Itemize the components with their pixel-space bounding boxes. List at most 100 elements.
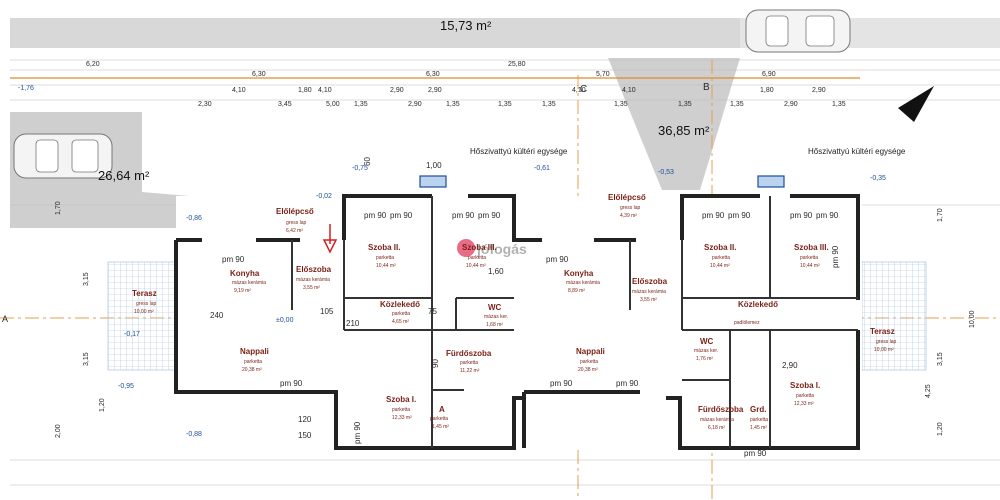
room-area: 4,39 m² <box>620 213 637 219</box>
room-material: parketta <box>580 359 598 365</box>
room-area: 20,38 m² <box>578 367 598 373</box>
svg-text:1,35: 1,35 <box>832 101 846 108</box>
left-terrace-hatch <box>107 261 177 371</box>
svg-text:-0,02: -0,02 <box>316 193 332 200</box>
room-material: parketta <box>800 255 818 261</box>
room-area: 12,33 m² <box>392 415 412 421</box>
room-area: 6,42 m² <box>286 228 303 234</box>
svg-text:2,90: 2,90 <box>428 87 442 94</box>
svg-text:3,15: 3,15 <box>83 352 90 366</box>
svg-text:1,35: 1,35 <box>498 101 512 108</box>
room-area: 20,38 m² <box>242 367 262 373</box>
svg-text:90: 90 <box>431 359 440 368</box>
svg-text:-0,75: -0,75 <box>352 165 368 172</box>
svg-text:pm 90: pm 90 <box>831 245 840 268</box>
room-area: 11,22 m² <box>460 368 480 374</box>
room-name: Fürdőszoba <box>446 349 492 358</box>
room-name: Szoba II. <box>368 243 400 252</box>
svg-text:4,10: 4,10 <box>572 87 586 94</box>
svg-text:pm 90: pm 90 <box>546 255 569 264</box>
room-area: 10,00 m² <box>874 347 894 353</box>
svg-text:10,00: 10,00 <box>969 310 976 328</box>
svg-text:4,10: 4,10 <box>232 87 246 94</box>
north-arrow-icon <box>898 86 934 122</box>
room-name: Szoba I. <box>386 395 416 404</box>
heat-pump-right <box>757 175 785 188</box>
svg-text:1,20: 1,20 <box>937 422 944 436</box>
entrance-arrow <box>322 224 338 254</box>
room-area: 10,44 m² <box>466 263 486 269</box>
svg-text:-0,53: -0,53 <box>658 169 674 176</box>
svg-text:1,00: 1,00 <box>426 161 442 170</box>
room-material: parketta <box>796 393 814 399</box>
svg-text:pm 90: pm 90 <box>364 211 387 220</box>
room-material: gress lap <box>620 205 641 211</box>
svg-text:-0,88: -0,88 <box>186 431 202 438</box>
room-area: 1,45 m² <box>432 424 449 430</box>
svg-text:150: 150 <box>298 431 312 440</box>
svg-text:1,35: 1,35 <box>678 101 692 108</box>
room-area: 10,44 m² <box>800 263 820 269</box>
svg-text:4,10: 4,10 <box>622 87 636 94</box>
svg-text:pm 90: pm 90 <box>353 421 362 444</box>
room-name: Konyha <box>564 269 594 278</box>
section-mark-a: A <box>2 314 8 324</box>
svg-text:pm 90: pm 90 <box>478 211 501 220</box>
svg-text:2,90: 2,90 <box>784 101 798 108</box>
room-name: Előszoba <box>632 277 668 286</box>
svg-text:2,90: 2,90 <box>390 87 404 94</box>
door-labels: pm 90 pm 90 pm 90 pm 90 pm 90 pm 90 pm 9… <box>222 211 840 458</box>
room-name: Szoba I. <box>790 381 820 390</box>
svg-text:-0,95: -0,95 <box>118 383 134 390</box>
room-area: 1,45 m² <box>750 425 767 431</box>
room-area: 1,68 m² <box>486 322 503 328</box>
svg-text:1,35: 1,35 <box>542 101 556 108</box>
room-area: 12,33 m² <box>794 401 814 407</box>
room-area: 1,76 m² <box>696 356 713 362</box>
svg-text:1,35: 1,35 <box>730 101 744 108</box>
svg-text:pm 90: pm 90 <box>222 255 245 264</box>
level-marks: -0,02 -0,61 -0,75 -0,86 -0,88 -0,95 -0,1… <box>18 85 886 438</box>
room-name: WC <box>700 337 714 346</box>
room-material: mázas kerámia <box>566 280 600 286</box>
room-material: mázas ker. <box>484 314 508 320</box>
svg-text:-0,35: -0,35 <box>870 175 886 182</box>
svg-text:-0,86: -0,86 <box>186 215 202 222</box>
road-area-label: 15,73 m² <box>440 18 492 33</box>
heat-pump-label-right: Hőszivattyú kültéri egysége <box>808 147 906 156</box>
room-name: Terasz <box>870 327 895 336</box>
svg-text:pm 90: pm 90 <box>744 449 767 458</box>
svg-text:2,90: 2,90 <box>408 101 422 108</box>
svg-text:6,90: 6,90 <box>762 71 776 78</box>
svg-text:60: 60 <box>363 157 372 166</box>
svg-text:1,70: 1,70 <box>937 208 944 222</box>
left-parking-area: 26,64 m² <box>98 168 150 183</box>
heat-pump-left <box>419 175 447 188</box>
svg-text:1,35: 1,35 <box>446 101 460 108</box>
svg-text:1,70: 1,70 <box>55 201 62 215</box>
section-mark-b: B <box>703 82 710 93</box>
room-material: mázas kerámia <box>296 277 330 283</box>
room-name: Szoba III. <box>462 243 497 252</box>
room-material: padlólemez <box>734 320 760 326</box>
section-mark-c: C <box>580 84 587 95</box>
room-area: 10,44 m² <box>376 263 396 269</box>
room-material: parketta <box>244 359 262 365</box>
svg-text:pm 90: pm 90 <box>616 379 639 388</box>
interior-walls <box>291 196 858 448</box>
room-material: parketta <box>376 255 394 261</box>
room-area: 3,55 m² <box>640 297 657 303</box>
svg-text:6,30: 6,30 <box>426 71 440 78</box>
svg-text:25,80: 25,80 <box>508 61 526 68</box>
svg-text:-0,61: -0,61 <box>534 165 550 172</box>
svg-text:210: 210 <box>346 319 360 328</box>
room-material: mázas kerámia <box>232 280 266 286</box>
svg-text:6,20: 6,20 <box>86 61 100 68</box>
svg-text:4,10: 4,10 <box>318 87 332 94</box>
room-area: 4,65 m² <box>392 319 409 325</box>
left-unit-labels: Előlépcső gress lap 6,42 m² Konyha mázas… <box>132 207 508 430</box>
svg-text:pm 90: pm 90 <box>550 379 573 388</box>
room-material: gress lap <box>876 339 897 345</box>
room-name: Nappali <box>240 347 269 356</box>
